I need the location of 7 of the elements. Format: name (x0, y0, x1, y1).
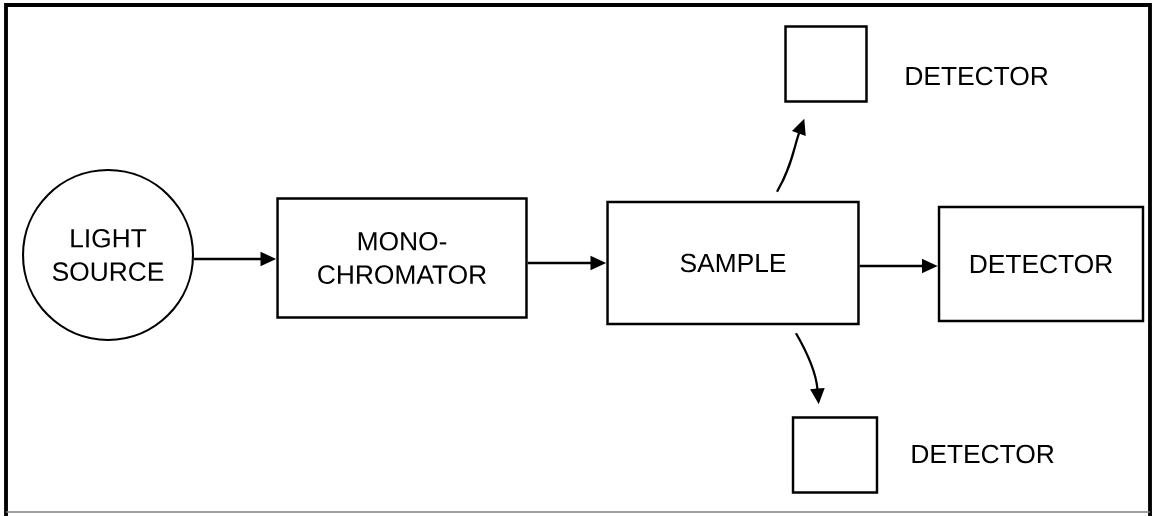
detector-box (791, 416, 879, 494)
detector-label: DETECTOR (912, 444, 1054, 464)
detector-box (784, 25, 868, 103)
detector-box: DETECTOR (937, 205, 1145, 323)
process-box: MONO- CHROMATOR (276, 197, 528, 319)
detector-label: DETECTOR (906, 66, 1048, 86)
sample-box: SAMPLE (606, 200, 860, 326)
